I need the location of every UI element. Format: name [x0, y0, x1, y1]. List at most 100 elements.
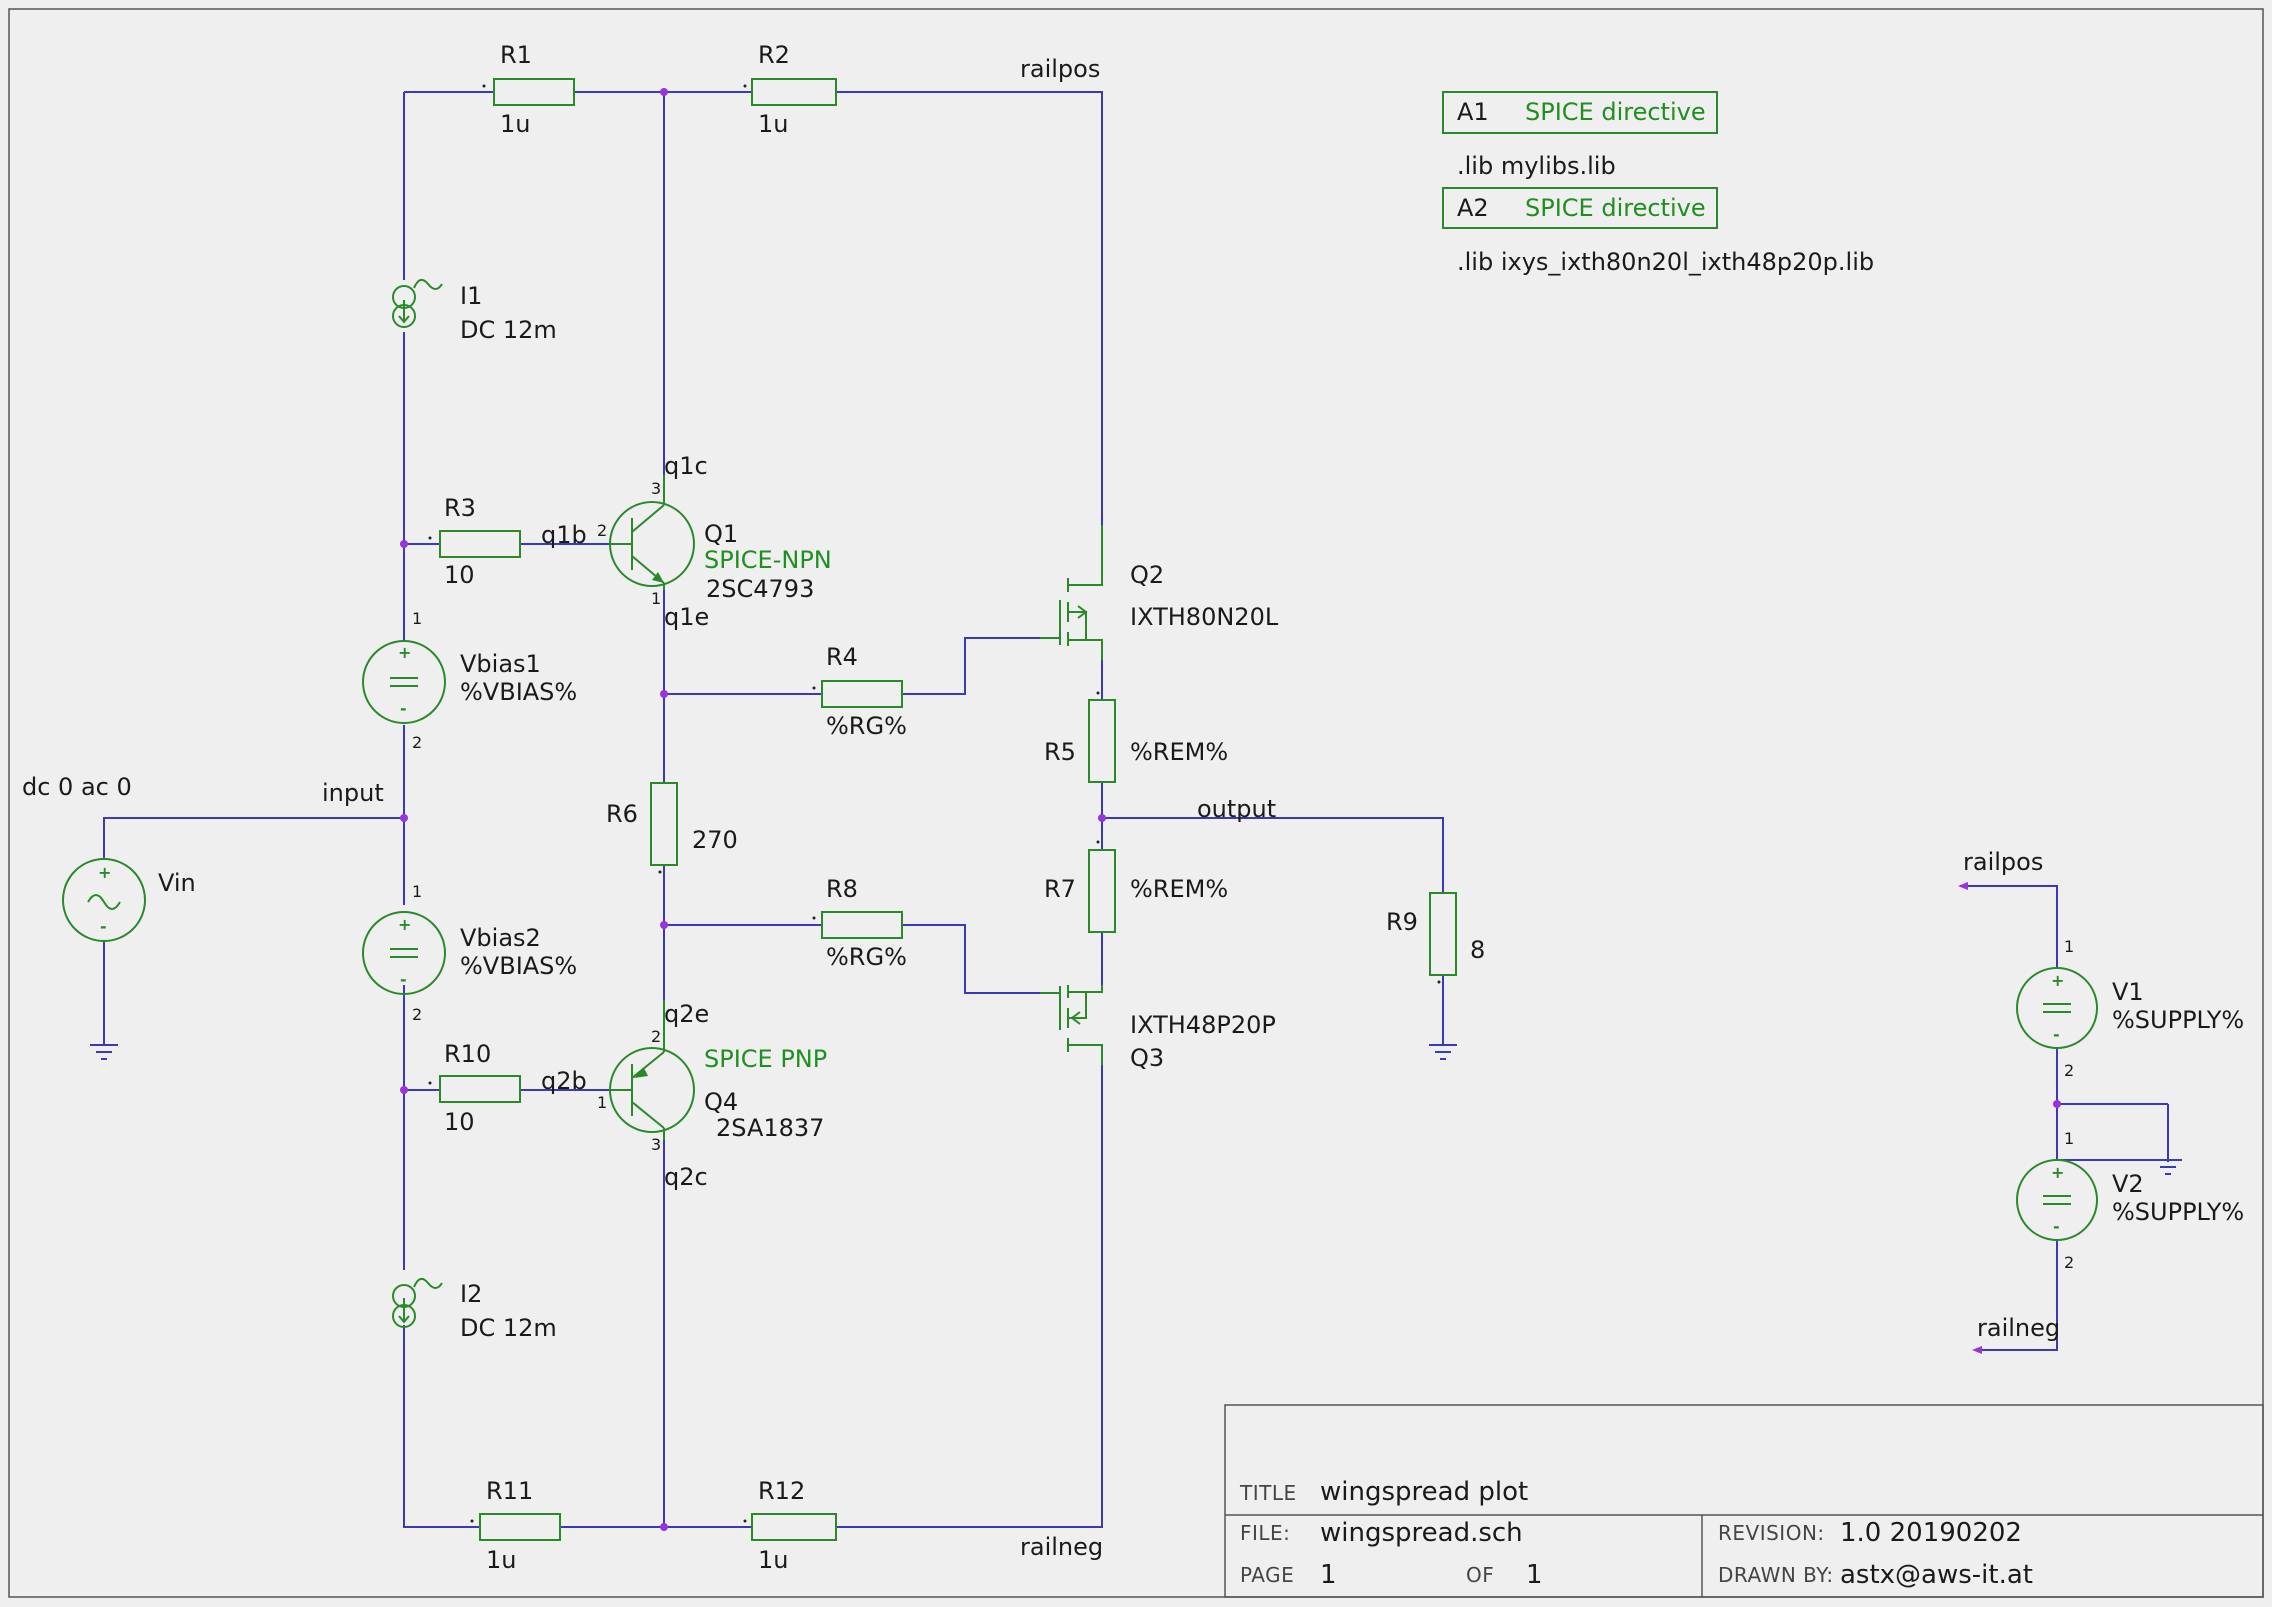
revision-value: 1.0 20190202 — [1840, 1518, 2022, 1548]
Vbias1-plus: + — [398, 643, 411, 662]
drawn-by-label: DRAWN BY: — [1718, 1563, 1834, 1587]
net-label-q1c: q1c — [664, 452, 708, 480]
resistor-R10[interactable]: R10 10 — [428, 1040, 521, 1136]
R5-value: %REM% — [1130, 738, 1228, 766]
Vin-plus: + — [98, 863, 111, 882]
voltage-source-V2[interactable]: + - 1 2 V2 %SUPPLY% — [2016, 1129, 2244, 1272]
Q1-pin2: 2 — [597, 521, 607, 540]
drawn-by-value: astx@aws-it.at — [1840, 1560, 2033, 1590]
I2-ref: I2 — [460, 1280, 482, 1308]
I1-ref: I1 — [460, 282, 482, 310]
Vbias2-pin1: 1 — [412, 882, 422, 901]
Q2-part: IXTH80N20L — [1130, 603, 1279, 631]
net-label-q2e: q2e — [664, 1000, 709, 1028]
net-label-input: input — [322, 779, 384, 807]
spice-directive-A1[interactable]: A1 SPICE directive .lib mylibs.lib — [1442, 91, 1718, 180]
spice-directive-A2[interactable]: A2 SPICE directive .lib ixys_ixth80n20l_… — [1442, 187, 1874, 276]
R9-value: 8 — [1470, 936, 1485, 964]
Q4-model: SPICE PNP — [704, 1045, 827, 1073]
transistor-Q3-pmos[interactable]: IXTH48P20P Q3 — [1040, 985, 1276, 1072]
R3-ref: R3 — [444, 494, 476, 522]
R11-value: 1u — [486, 1546, 516, 1574]
R1-value: 1u — [500, 110, 530, 138]
net-labels: railpos railneg input output q1c q1b q1e… — [322, 55, 1276, 1561]
Vbias2-ref: Vbias2 — [460, 924, 541, 952]
Vbias1-value: %VBIAS% — [460, 678, 577, 706]
voltage-source-Vin[interactable]: + - Vin dc 0 ac 0 — [22, 773, 196, 942]
resistor-R12[interactable]: R12 1u — [743, 1477, 837, 1574]
Vbias2-pin2: 2 — [412, 1005, 422, 1024]
resistor-R1[interactable]: R1 1u — [482, 41, 575, 138]
A1-text: .lib mylibs.lib — [1457, 152, 1616, 180]
transistor-Q1-npn[interactable]: 3 2 1 Q1 SPICE-NPN 2SC4793 — [597, 475, 832, 608]
ground-symbol-vin — [90, 1044, 118, 1060]
page-value: 1 — [1320, 1560, 1337, 1590]
net-label-q2c: q2c — [664, 1163, 708, 1191]
voltage-source-V1[interactable]: + - 1 2 V1 %SUPPLY% — [2016, 937, 2244, 1080]
resistor-R11[interactable]: R11 1u — [470, 1477, 561, 1574]
of-label: OF — [1466, 1563, 1494, 1587]
resistor-R4[interactable]: R4 %RG% — [812, 643, 907, 740]
transistor-Q4-pnp[interactable]: 2 1 3 SPICE PNP Q4 2SA1837 — [597, 1000, 827, 1154]
resistor-R9[interactable]: R9 8 — [1386, 892, 1485, 984]
A1-label: SPICE directive — [1525, 98, 1706, 126]
R12-value: 1u — [758, 1546, 788, 1574]
R4-value: %RG% — [826, 712, 907, 740]
resistor-R6[interactable]: R6 270 — [606, 782, 738, 874]
V1-pin2: 2 — [2064, 1061, 2074, 1080]
R5-ref: R5 — [1044, 738, 1076, 766]
Q1-pin3: 3 — [651, 479, 661, 498]
V1-value: %SUPPLY% — [2112, 1006, 2244, 1034]
resistor-R2[interactable]: R2 1u — [743, 41, 837, 138]
V2-pin1: 1 — [2064, 1129, 2074, 1148]
Vbias2-plus: + — [398, 915, 411, 934]
resistor-R3[interactable]: R3 10 — [428, 494, 521, 589]
current-source-I2[interactable]: I2 DC 12m — [392, 1277, 557, 1342]
V1-pin1: 1 — [2064, 937, 2074, 956]
Vin-ref: Vin — [158, 869, 196, 897]
net-label-railpos: railpos — [1020, 55, 1100, 83]
A2-text: .lib ixys_ixth80n20l_ixth48p20p.lib — [1457, 248, 1874, 276]
V2-ref: V2 — [2112, 1170, 2144, 1198]
R2-ref: R2 — [758, 41, 790, 69]
ground-symbol-supply — [2154, 1104, 2182, 1175]
wires — [103, 91, 2169, 1528]
supply-flag-railpos-label: railpos — [1963, 848, 2043, 876]
Q3-ref: Q3 — [1130, 1044, 1164, 1072]
V2-pin2: 2 — [2064, 1253, 2074, 1272]
supply-flag-railneg: railneg — [1972, 1314, 2060, 1354]
resistor-R7[interactable]: R7 %REM% — [1044, 840, 1228, 933]
revision-label: REVISION: — [1718, 1521, 1825, 1545]
R10-value: 10 — [444, 1108, 475, 1136]
supply-flag-railpos: railpos — [1958, 848, 2057, 890]
R9-ref: R9 — [1386, 908, 1418, 936]
R8-value: %RG% — [826, 943, 907, 971]
I2-value: DC 12m — [460, 1314, 557, 1342]
Q4-pin2: 2 — [651, 1027, 661, 1046]
A2-ref: A2 — [1457, 194, 1489, 222]
voltage-source-Vbias1[interactable]: + - 1 2 Vbias1 %VBIAS% — [362, 609, 577, 752]
net-label-q1e: q1e — [664, 603, 709, 631]
net-label-q2b: q2b — [541, 1067, 587, 1095]
Vbias1-pin1: 1 — [412, 609, 422, 628]
R6-ref: R6 — [606, 800, 638, 828]
Q1-model: SPICE-NPN — [704, 546, 832, 574]
resistor-R5[interactable]: R5 %REM% — [1044, 691, 1228, 783]
current-source-I1[interactable]: I1 DC 12m — [392, 278, 557, 344]
page-label: PAGE — [1240, 1563, 1294, 1587]
net-label-q1b: q1b — [541, 521, 587, 549]
voltage-source-Vbias2[interactable]: + - 1 2 Vbias2 %VBIAS% — [362, 882, 577, 1024]
resistor-R8[interactable]: R8 %RG% — [812, 875, 907, 971]
Vbias1-pin2: 2 — [412, 733, 422, 752]
Vbias1-ref: Vbias1 — [460, 650, 541, 678]
supply-flag-railneg-label: railneg — [1977, 1314, 2060, 1342]
R6-value: 270 — [692, 826, 738, 854]
transistor-Q2-nmos[interactable]: Q2 IXTH80N20L — [1040, 525, 1279, 660]
file-label: FILE: — [1240, 1521, 1290, 1545]
Vbias1-minus: - — [400, 699, 407, 718]
Q4-ref: Q4 — [704, 1088, 738, 1116]
page-border — [8, 8, 2264, 1598]
Q1-pin1: 1 — [651, 589, 661, 608]
V2-minus: - — [2053, 1217, 2060, 1236]
of-value: 1 — [1526, 1560, 1543, 1590]
